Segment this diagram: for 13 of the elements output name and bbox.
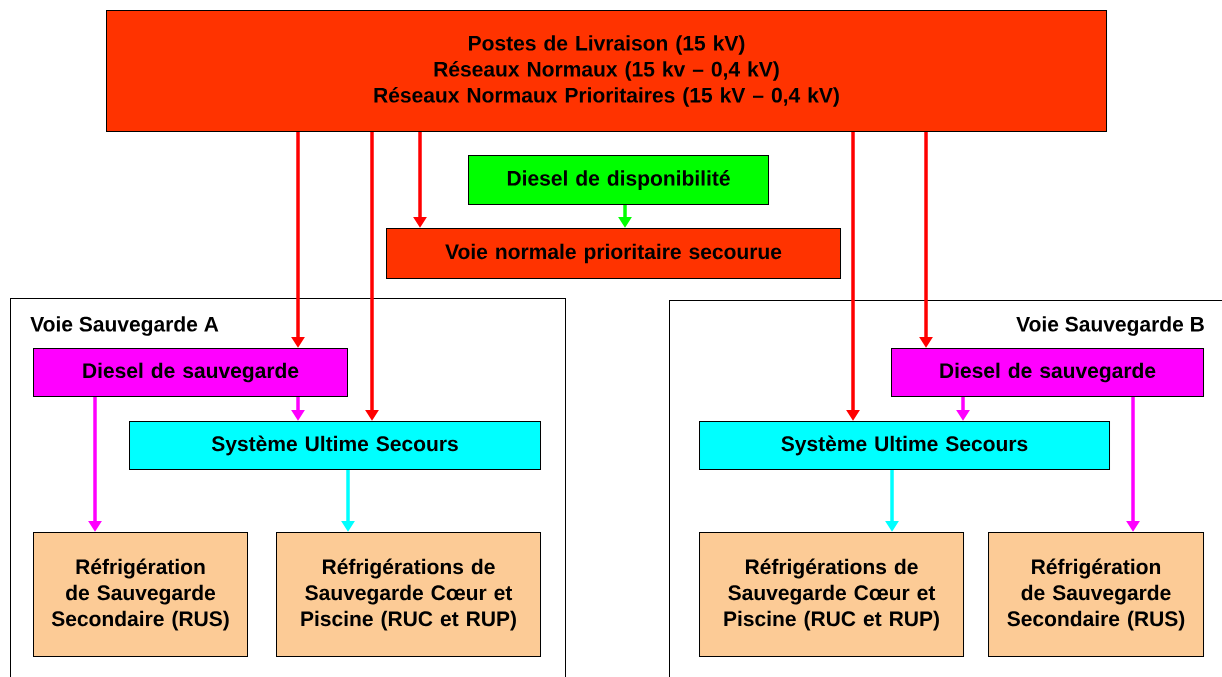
group-heading: Voie Sauvegarde A — [30, 316, 219, 336]
process-box: Réfrigération de Sauvegarde Secondaire (RUS) — [988, 532, 1204, 657]
process-box: Système Ultime Secours — [699, 421, 1110, 470]
process-box: Diesel de sauvegarde — [891, 348, 1204, 397]
process-box: Voie normale prioritaire secourue — [386, 228, 841, 279]
process-box: Réfrigérations de Sauvegarde Cœur et Piscine (RUC et RUP) — [699, 532, 964, 657]
process-box: Réfrigération de Sauvegarde Secondaire (RUS) — [33, 532, 248, 657]
process-box: Postes de Livraison (15 kV) Réseaux Normaux (15 kv – 0,4 kV) Réseaux Normaux Prioritaires (15 kV – 0,4 kV) — [106, 10, 1107, 132]
process-box: Diesel de sauvegarde — [33, 348, 348, 397]
group-heading: Voie Sauvegarde B — [1016, 316, 1204, 336]
process-box: Système Ultime Secours — [129, 421, 541, 470]
process-box: Diesel de disponibilité — [468, 155, 769, 205]
process-box: Réfrigérations de Sauvegarde Cœur et Piscine (RUC et RUP) — [276, 532, 541, 657]
